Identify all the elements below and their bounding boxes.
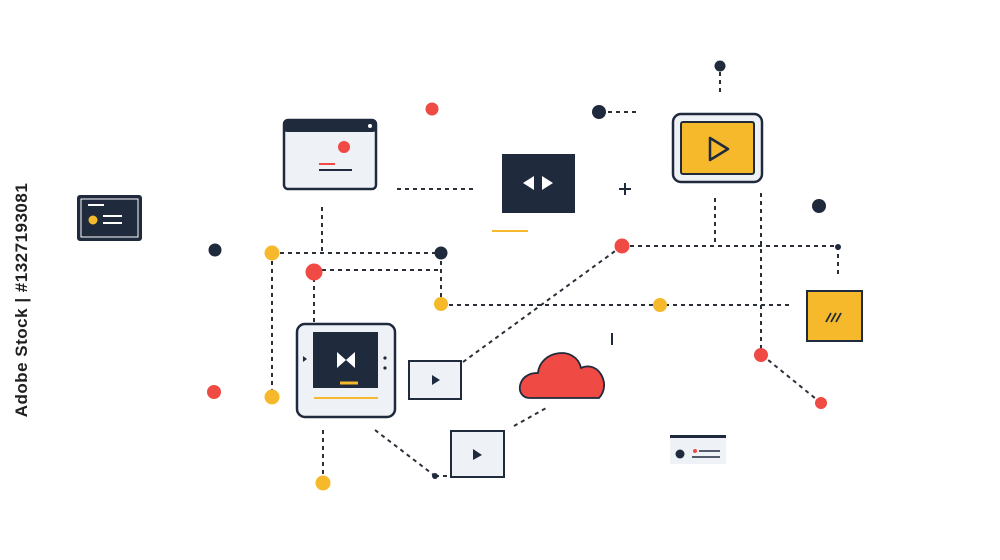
- node-dot: [264, 245, 280, 261]
- nodes: [207, 60, 841, 491]
- browser-window-icon: [282, 118, 378, 191]
- connector-line: [761, 354, 822, 404]
- connector-line: [462, 245, 623, 363]
- node-dot: [264, 389, 280, 405]
- code-block-icon: [502, 154, 575, 213]
- node-dot: [815, 397, 827, 409]
- cloud-icon: [519, 352, 605, 399]
- node-dot: [812, 199, 826, 213]
- node-dot: [835, 244, 841, 250]
- connector-line: [513, 406, 549, 427]
- connector-lines: [271, 72, 839, 483]
- node-dot: [592, 105, 606, 119]
- node-dot: [432, 473, 438, 479]
- node-dot: [305, 263, 323, 281]
- node-dot: [207, 385, 221, 399]
- video-thumbnail-icon: [408, 360, 462, 400]
- node-dot: [714, 60, 726, 72]
- yellow-tile-icon: [806, 290, 863, 342]
- media-player-icon: [295, 322, 397, 419]
- node-dot: [434, 297, 448, 311]
- node-dot: [208, 243, 222, 257]
- node-dot: [425, 102, 439, 116]
- node-dot: [315, 475, 331, 491]
- node-dot: [614, 238, 630, 254]
- play-monitor-icon: [671, 112, 764, 184]
- id-card-icon: [77, 195, 142, 241]
- node-dot: [653, 298, 667, 312]
- node-dot: [434, 246, 448, 260]
- connector-line: [374, 429, 436, 477]
- stock-id-watermark: Adobe Stock | #1327193081: [2, 150, 42, 450]
- video-thumbnail-icon: [450, 430, 505, 478]
- status-card-icon: [670, 435, 726, 464]
- plus-sign: [619, 183, 631, 195]
- node-dot: [754, 348, 768, 362]
- stock-id-text: Adobe Stock | #1327193081: [12, 182, 31, 418]
